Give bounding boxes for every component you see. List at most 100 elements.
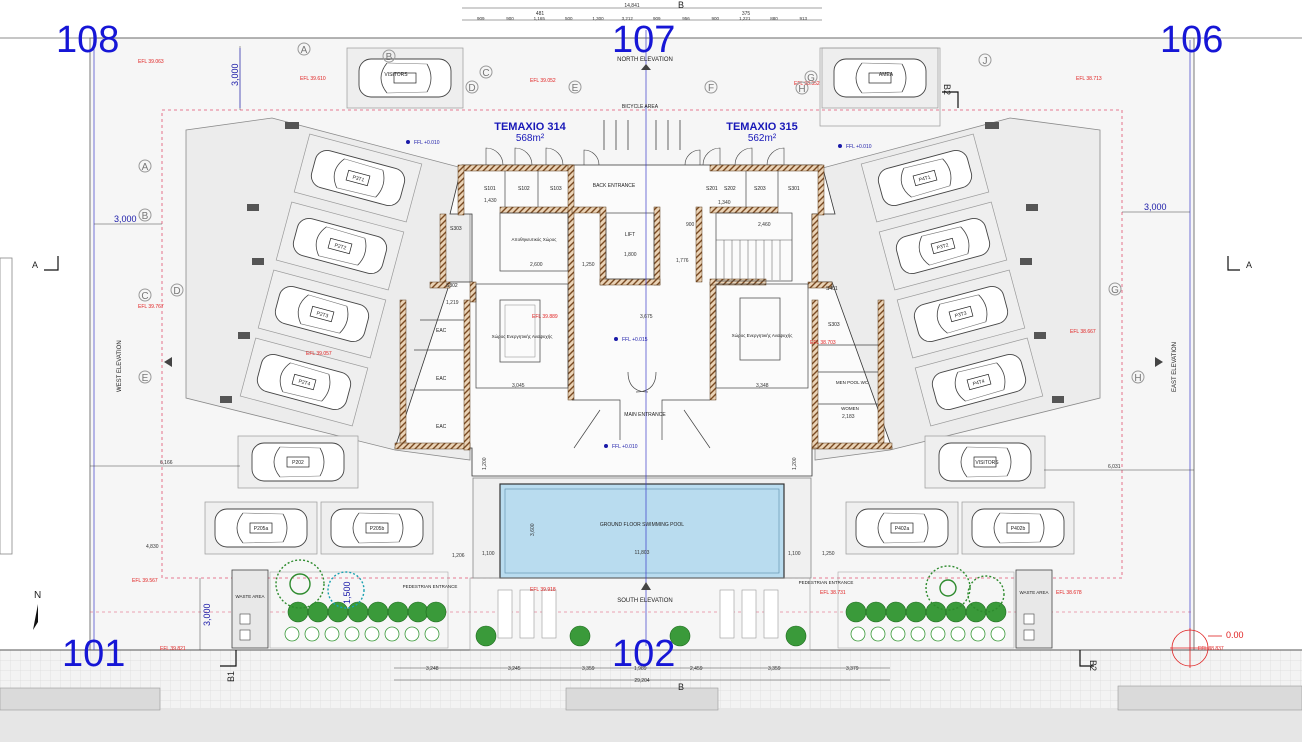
ffl-4: FFL +0.010 — [612, 444, 638, 450]
pedestrian-entrance-left: PEDESTRIAN ENTRANCE — [403, 584, 458, 589]
parking-left-3: P2T3 — [316, 311, 329, 320]
dim-2183: 2,183 — [842, 414, 855, 420]
eac-3: EAC — [436, 424, 447, 430]
parking-bottom-right-1: P402a — [895, 526, 910, 532]
top-chain-dim: 1,221 — [739, 16, 751, 21]
plot-314-area: 568m² — [516, 133, 545, 144]
efl-10: EFL 38.703 — [810, 340, 836, 346]
ffl-3: FFL +0.015 — [622, 337, 648, 343]
parking-right-4: P4T4 — [972, 379, 985, 388]
women-wc-label: WOMEN — [841, 406, 859, 411]
axis-d-top: D — [468, 83, 475, 94]
men-wc-label: MEN POOL WC — [836, 380, 869, 385]
dim-2460: 2,460 — [758, 222, 771, 228]
efl-8: EFL 39.889 — [532, 314, 558, 320]
top-chain-dim: 500 — [565, 16, 573, 21]
grid-label-101: 101 — [62, 633, 125, 675]
store-s102: S102 — [518, 186, 530, 192]
section-a-right: A — [1246, 260, 1252, 270]
parking-left-1: P3T1 — [352, 175, 365, 184]
ffl-1: FFL +0.010 — [414, 140, 440, 146]
axis-g-top: G — [807, 73, 815, 84]
dim-left-setback: 3,000 — [114, 214, 137, 224]
store-s101: S101 — [484, 186, 496, 192]
section-a-left: A — [32, 260, 38, 270]
top-chain-dim: 880 — [770, 16, 778, 21]
axis-e-left: E — [142, 373, 149, 384]
dim-b-3359: 3,359 — [582, 666, 595, 672]
dim-1200-right: 1,200 — [792, 457, 798, 470]
section-b2-top: B2 — [942, 84, 952, 95]
dim-b-3379: 3,379 — [846, 666, 859, 672]
parking-right-3: P3T3 — [954, 311, 967, 320]
store-s103: S103 — [550, 186, 562, 192]
level-zero: 0.00 — [1226, 630, 1244, 640]
swimming-pool — [499, 483, 785, 579]
section-b2-bottom: B2 — [1088, 660, 1098, 671]
axis-j-top: J — [983, 56, 988, 67]
parking-bottom-right-2: P402b — [1011, 526, 1026, 532]
axis-e-top: E — [572, 83, 579, 94]
waste-area-right: WASTE AREA — [1019, 590, 1048, 595]
dim-1776: 1,776 — [676, 258, 689, 264]
top-chain-dim: 956 — [682, 16, 690, 21]
store-s303b: S303 — [828, 322, 840, 328]
dim-b-2459: 2,459 — [690, 666, 703, 672]
parking-right-1: P4T1 — [918, 175, 931, 184]
efl-14: EFL 38.678 — [1056, 590, 1082, 596]
axis-b-top: B — [386, 52, 393, 63]
section-b1-bottom: B1 — [226, 671, 236, 682]
west-elevation-label: WEST ELEVATION — [117, 340, 123, 392]
dim-1100-left: 1,100 — [482, 551, 495, 557]
plot-315-area: 562m² — [748, 133, 777, 144]
plot-314-title: TEMAXIO 314 — [494, 121, 566, 133]
dim-right-road: 6,031 — [1108, 464, 1121, 470]
efl-1: EFL 39.063 — [138, 59, 164, 65]
axis-c-left: C — [141, 291, 148, 302]
north-arrow-label: N — [34, 590, 41, 601]
dim-b-3245: 3,245 — [508, 666, 521, 672]
top-chain-dim: 900 — [506, 16, 514, 21]
storage-left-label: Αποθηκευτικός Χώρος — [512, 236, 558, 242]
parking-right-2: P3T2 — [936, 243, 949, 252]
parking-visitors-top: VISITORS — [384, 72, 408, 78]
efl-3: EFL 39.052 — [530, 78, 556, 84]
multi-right-label: Χώρος Ενεργητικής Αναψυχής — [732, 332, 794, 338]
axis-a-left: A — [142, 162, 149, 173]
bicycle-area-label: BICYCLE AREA — [622, 104, 659, 110]
main-entrance-label: MAIN ENTRANCE — [624, 412, 666, 418]
top-chain-dim: 1,300 — [592, 16, 604, 21]
store-s401: S401 — [826, 286, 838, 292]
parking-left-4: P2T4 — [298, 379, 311, 388]
dim-3348: 3,348 — [756, 383, 769, 389]
dim-total-bottom: 29,204 — [634, 678, 650, 684]
dim-4830: 4,830 — [146, 544, 159, 550]
dim-1219: 1,219 — [446, 300, 459, 306]
dim-bottom-setback: 3,000 — [202, 603, 212, 626]
dim-1206: 1,206 — [452, 553, 465, 559]
parking-bottom-left-1: P205a — [254, 526, 269, 532]
axis-c-top: C — [482, 68, 489, 79]
east-elevation-label: EAST ELEVATION — [1172, 342, 1178, 392]
efl-16: EFL 38.837 — [1198, 646, 1224, 652]
store-s302: S302 — [446, 283, 458, 289]
eac-2: EAC — [436, 376, 447, 382]
dim-top-sub2: 375 — [742, 11, 751, 17]
axis-h-top: H — [798, 84, 805, 95]
store-s203: S203 — [754, 186, 766, 192]
grid-label-102: 102 — [612, 633, 675, 675]
dim-total-top: 14,841 — [624, 3, 640, 9]
lift-label: LIFT — [625, 232, 635, 238]
dim-b-1989: 1,989 — [634, 666, 647, 672]
grid-label-106: 106 — [1160, 19, 1223, 61]
top-chain-dim: 1,165 — [534, 16, 546, 21]
axis-h-right: H — [1134, 373, 1141, 384]
efl-15: EFL 39.821 — [160, 646, 186, 652]
top-chain-dim: 909 — [653, 16, 661, 21]
back-entrance-label: BACK ENTRANCE — [593, 183, 636, 189]
dim-top-sub1: 481 — [536, 11, 545, 17]
section-b-top: B — [678, 0, 684, 10]
dim-1800: 1,800 — [624, 252, 637, 258]
store-s301: S301 — [788, 186, 800, 192]
